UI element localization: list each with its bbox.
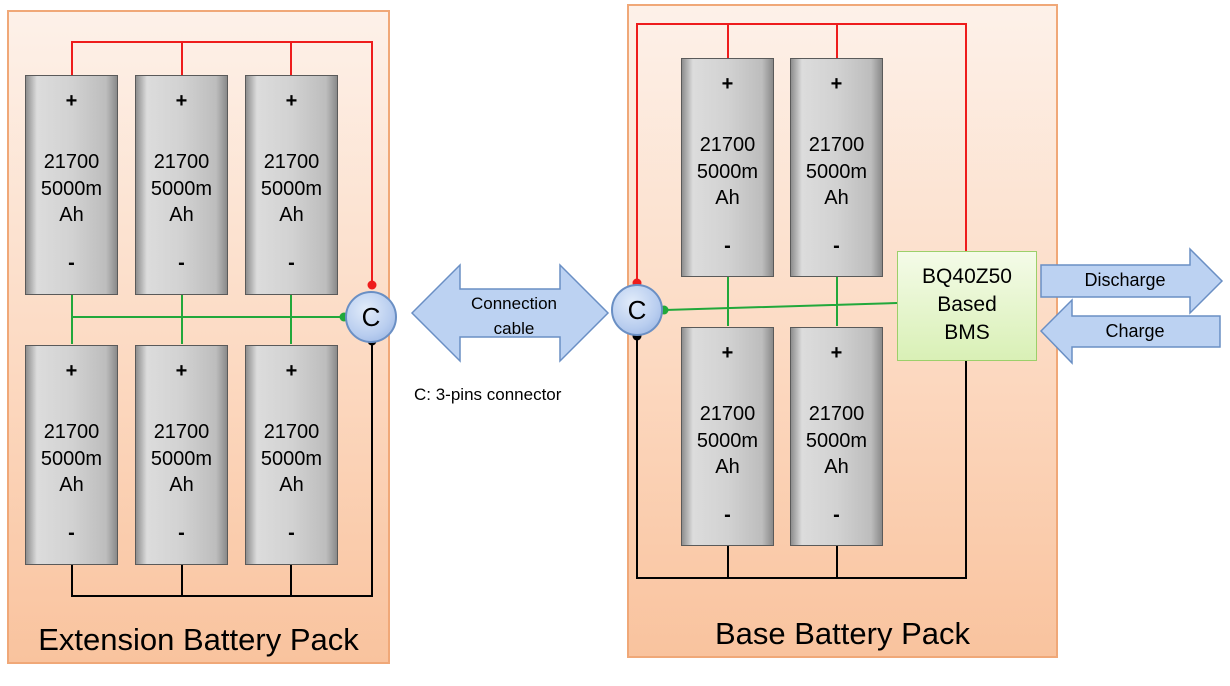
ext-cell-4: +21700 5000m Ah -: [25, 345, 118, 565]
base-cell-2-minus: -: [833, 235, 840, 257]
base-cell-3: +21700 5000m Ah -: [681, 327, 774, 546]
charge-arrow: [1039, 298, 1221, 365]
connection-cable-label: Connection cable: [440, 291, 588, 341]
base-cell-1-minus: -: [724, 235, 731, 257]
ext-cell-6: +21700 5000m Ah -: [245, 345, 338, 565]
base-cell-1-spec: 21700 5000m Ah: [696, 134, 759, 209]
ext-cell-2-spec: 21700 5000m Ah: [150, 151, 213, 226]
base-cell-3-spec: 21700 5000m Ah: [696, 403, 759, 478]
ext-cell-2: +21700 5000m Ah -: [135, 75, 228, 295]
ext-cell-1: +21700 5000m Ah -: [25, 75, 118, 295]
connection-cable-arrow: [410, 263, 610, 363]
base-cell-4-plus: +: [830, 342, 843, 364]
ext-cell-6-spec: 21700 5000m Ah: [260, 421, 323, 496]
extension-pack-label: Extension Battery Pack: [38, 622, 359, 657]
ext-cell-5: +21700 5000m Ah -: [135, 345, 228, 565]
ext-connector: C: [345, 291, 397, 343]
base-cell-3-plus: +: [721, 342, 734, 364]
ext-cell-1-minus: -: [68, 252, 75, 274]
bms-line3: BMS: [944, 321, 990, 344]
ext-cell-4-minus: -: [68, 522, 75, 544]
base-balance-wire: [664, 277, 898, 326]
charge-label: Charge: [1105, 321, 1165, 341]
base-cell-4-minus: -: [833, 504, 840, 526]
base-cell-4: +21700 5000m Ah -: [790, 327, 883, 546]
ext-cell-4-plus: +: [65, 360, 78, 382]
connection-cable-line2: cable: [493, 319, 535, 338]
ext-cell-1-spec: 21700 5000m Ah: [40, 151, 103, 226]
ext-cell-5-plus: +: [175, 360, 188, 382]
ext-cell-4-spec: 21700 5000m Ah: [40, 421, 103, 496]
bms-box: BQ40Z50 Based BMS: [897, 251, 1037, 361]
base-cell-2: +21700 5000m Ah -: [790, 58, 883, 277]
ext-cell-3: +21700 5000m Ah -: [245, 75, 338, 295]
ext-cell-2-plus: +: [175, 90, 188, 112]
base-cell-1: +21700 5000m Ah -: [681, 58, 774, 277]
base-cell-2-plus: +: [830, 73, 843, 95]
ext-cell-2-minus: -: [178, 252, 185, 274]
connection-cable-line1: Connection: [470, 294, 557, 313]
ext-cell-6-plus: +: [285, 360, 298, 382]
ext-balance-wire: [71, 295, 344, 344]
base-positive-wire: [636, 23, 967, 281]
base-cell-1-plus: +: [721, 73, 734, 95]
base-cell-2-spec: 21700 5000m Ah: [805, 134, 868, 209]
bms-line2: Based: [937, 293, 997, 316]
ext-cell-5-minus: -: [178, 522, 185, 544]
ext-negative-wire: [71, 343, 373, 597]
bms-line1: BQ40Z50: [922, 265, 1012, 288]
base-connector: C: [611, 284, 663, 336]
ext-cell-6-minus: -: [288, 522, 295, 544]
ext-cell-1-plus: +: [65, 90, 78, 112]
ext-cell-3-plus: +: [285, 90, 298, 112]
ext-positive-wire: [71, 41, 373, 283]
discharge-label: Discharge: [1084, 270, 1166, 290]
base-cell-4-spec: 21700 5000m Ah: [805, 403, 868, 478]
base-negative-wire: [636, 337, 967, 579]
discharge-arrow: [1040, 247, 1224, 315]
connector-note: C: 3-pins connector: [414, 385, 562, 404]
ext-cell-3-spec: 21700 5000m Ah: [260, 151, 323, 226]
base-pack-label: Base Battery Pack: [714, 616, 970, 651]
ext-cell-3-minus: -: [288, 252, 295, 274]
base-cell-3-minus: -: [724, 504, 731, 526]
ext-connector-pos-pin: [367, 280, 377, 290]
ext-cell-5-spec: 21700 5000m Ah: [150, 421, 213, 496]
